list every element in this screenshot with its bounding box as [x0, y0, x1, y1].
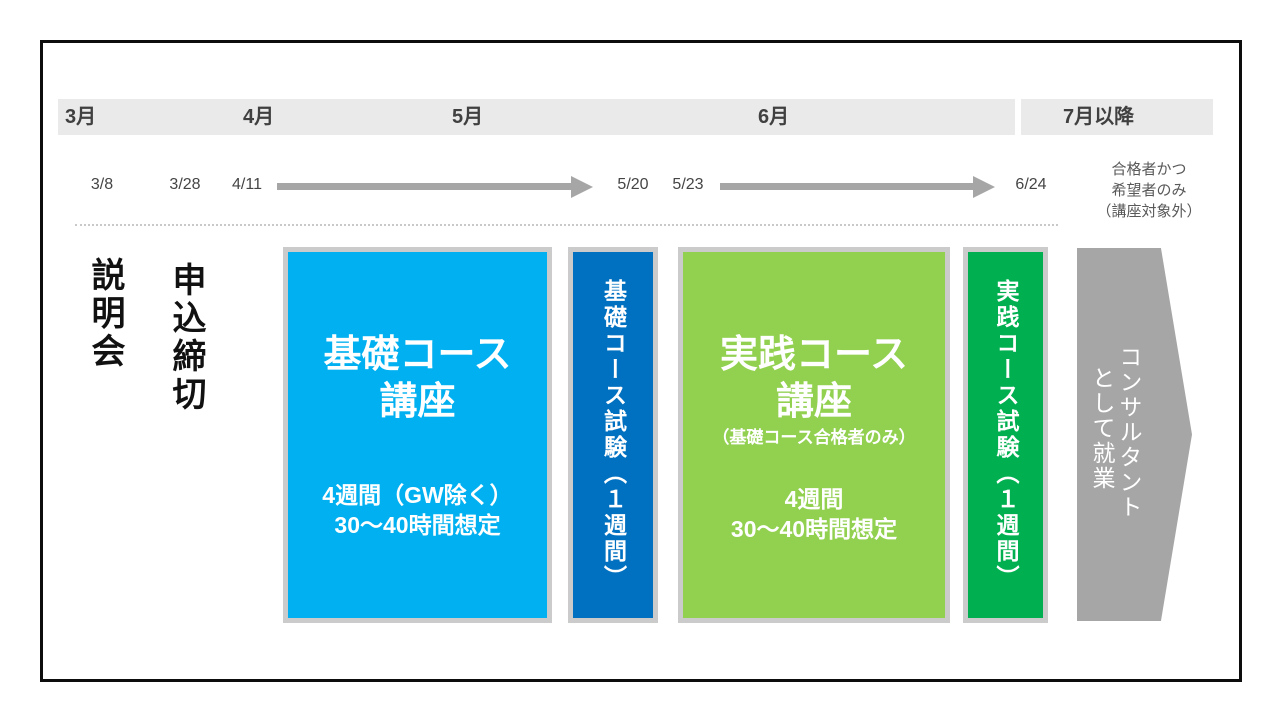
- date-practical-end: 6/24: [1015, 176, 1047, 193]
- month-label-july-onward: 7月以降: [1063, 106, 1135, 128]
- basic-course-title-line2: 講座: [379, 381, 456, 423]
- date-deadline: 3/28: [169, 176, 201, 193]
- dotted-separator: [75, 224, 1058, 226]
- month-header-bar: [58, 99, 1015, 135]
- practical-course-box: 実践コース 講座 （基礎コース合格者のみ） 4週間 30〜40時間想定: [678, 247, 950, 623]
- practical-course-detail-line1: 4週間: [784, 486, 844, 512]
- basic-course-title: 基礎コース 講座: [288, 332, 547, 426]
- month-label-april: 4月: [243, 106, 275, 128]
- practical-course-title-line1: 実践コース: [719, 334, 909, 376]
- month-label-may: 5月: [452, 106, 484, 128]
- basic-course-title-line1: 基礎コース: [323, 334, 512, 376]
- timeline-arrow-practical: [720, 183, 973, 190]
- note-line: （講座対象外）: [1096, 203, 1202, 220]
- date-basic-start: 4/11: [232, 176, 262, 193]
- date-basic-end: 5/20: [617, 176, 649, 193]
- basic-course-box: 基礎コース 講座 4週間（GW除く） 30〜40時間想定: [283, 247, 552, 623]
- practical-course-detail-line2: 30〜40時間想定: [730, 516, 898, 542]
- date-practical-start: 5/23: [672, 176, 704, 193]
- basic-course-detail-line2: 30〜40時間想定: [334, 512, 501, 538]
- practical-exam-label: 実践コース試験（１週間）: [993, 279, 1019, 591]
- month-label-march: 3月: [65, 106, 97, 128]
- note-line: 希望者のみ: [1111, 182, 1187, 199]
- note-line: 合格者かつ: [1111, 161, 1187, 178]
- note-eligibility: 合格者かつ 希望者のみ （講座対象外）: [1085, 159, 1213, 222]
- practical-course-caption: （基礎コース合格者のみ）: [712, 428, 916, 447]
- basic-exam-box: 基礎コース試験（１週間）: [568, 247, 658, 623]
- practical-exam-box: 実践コース試験（１週間）: [963, 247, 1048, 623]
- employment-label-line1: コンサルタント: [1116, 345, 1142, 520]
- timeline-arrow-practical-head-icon: [973, 176, 995, 198]
- practical-course-title-line2: 講座: [775, 381, 852, 423]
- employment-label-line2: として就業: [1089, 366, 1115, 491]
- milestone-application-deadline: 申込締切: [167, 262, 205, 414]
- practical-course-details: 4週間 30〜40時間想定: [683, 484, 945, 544]
- milestone-briefing-session: 説明会: [86, 257, 124, 371]
- date-briefing: 3/8: [90, 176, 114, 193]
- month-header-bar-later: [1021, 99, 1213, 135]
- practical-course-title: 実践コース 講座: [683, 332, 945, 426]
- timeline-arrow-basic-head-icon: [571, 176, 593, 198]
- basic-course-details: 4週間（GW除く） 30〜40時間想定: [288, 480, 547, 540]
- basic-exam-label: 基礎コース試験（１週間）: [600, 279, 627, 591]
- timeline-arrow-basic: [277, 183, 571, 190]
- month-label-june: 6月: [758, 106, 790, 128]
- basic-course-detail-line1: 4週間（GW除く）: [322, 482, 513, 508]
